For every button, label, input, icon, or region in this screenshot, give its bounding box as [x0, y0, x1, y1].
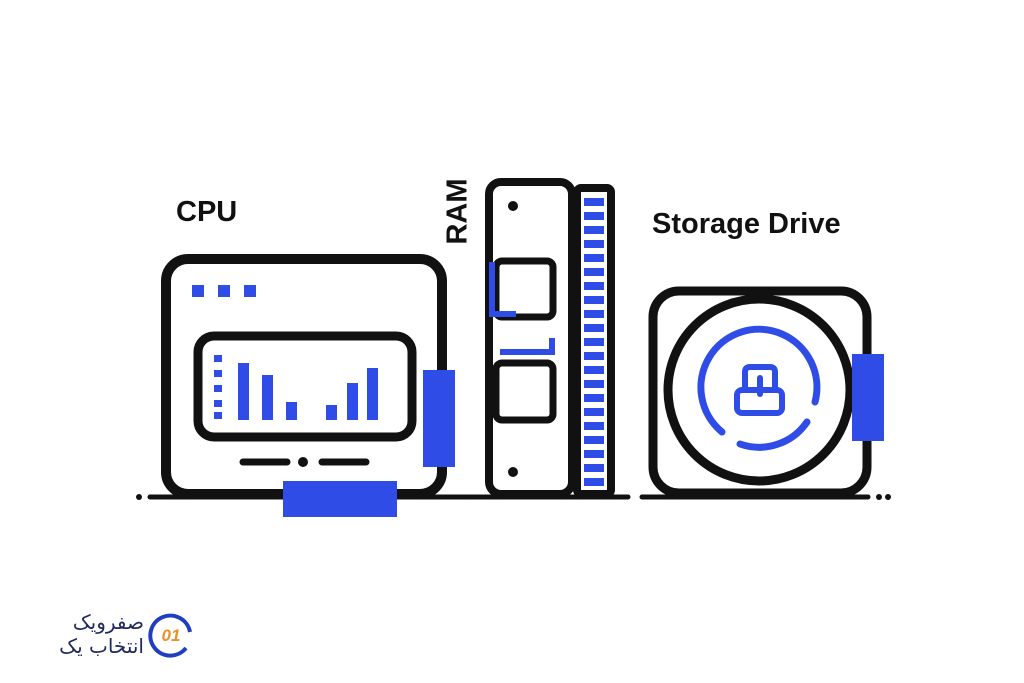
ram-pin: [584, 380, 604, 388]
ram-pin: [584, 436, 604, 444]
logo-mark-icon: 01: [148, 613, 192, 658]
ram-pin: [584, 212, 604, 220]
ram-pin: [584, 408, 604, 416]
ram-pin: [584, 296, 604, 304]
storage-illustration: [639, 286, 891, 500]
ram-pin: [584, 198, 604, 206]
lock-icon: [734, 364, 785, 416]
ram-pin: [584, 422, 604, 430]
brand-logo: صفرویک انتخاب یک 01: [26, 608, 196, 663]
ram-pin: [584, 464, 604, 472]
ram-pin: [584, 394, 604, 402]
ram-pin: [584, 324, 604, 332]
logo-line-2: انتخاب یک: [59, 634, 144, 658]
ram-illustration: [465, 178, 631, 500]
cpu-illustration: [136, 254, 473, 517]
storage-label: Storage Drive: [652, 208, 841, 240]
cpu-bar-graph: [214, 355, 378, 420]
ram-pin: [584, 268, 604, 276]
ram-pin: [584, 226, 604, 234]
ram-pin: [584, 240, 604, 248]
ram-pin: [584, 450, 604, 458]
ram-label: RAM: [441, 178, 474, 245]
ram-pin: [584, 352, 604, 360]
ram-pin: [584, 338, 604, 346]
logo-line-1: صفرویک: [72, 610, 144, 634]
ram-pin: [584, 366, 604, 374]
logo-text: صفرویک انتخاب یک: [59, 610, 144, 658]
ram-pin: [584, 310, 604, 318]
svg-text:01: 01: [162, 626, 181, 645]
ram-pin: [584, 254, 604, 262]
cpu-label: CPU: [176, 196, 238, 228]
ram-pin: [584, 478, 604, 486]
ram-pin: [584, 282, 604, 290]
